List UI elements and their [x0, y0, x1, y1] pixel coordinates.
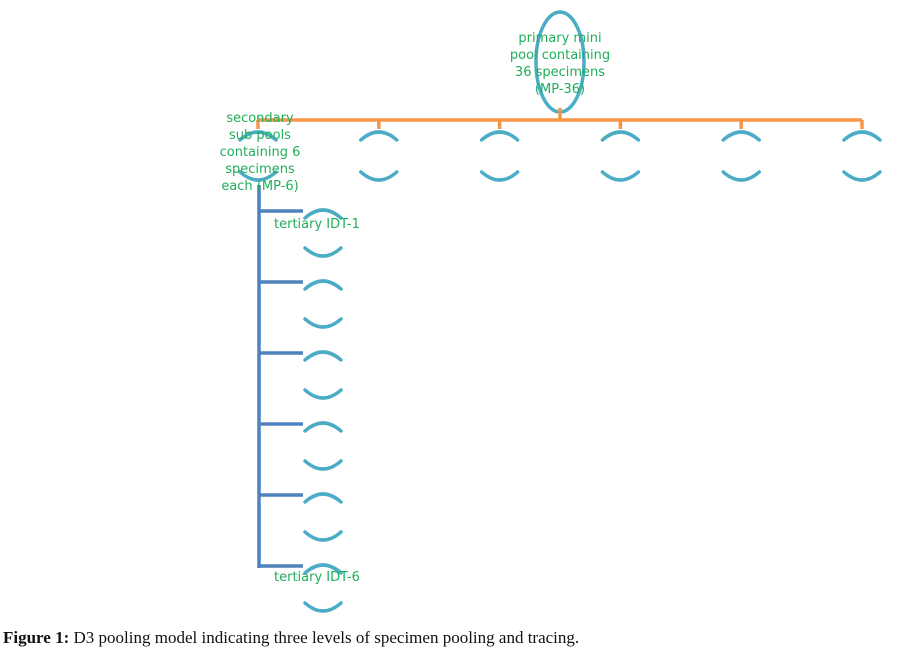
secondary-pool-node-2-top-arc — [359, 130, 399, 142]
secondary-pool-node-3-top-arc — [479, 130, 520, 142]
tertiary-idt-node-3-bottom-arc — [303, 388, 343, 400]
caption-text: D3 pooling model indicating three levels… — [69, 628, 580, 647]
secondary-label-line: secondary — [226, 111, 294, 126]
tertiary-idt-node-5-top-arc — [303, 492, 343, 504]
secondary-pool-node-5-top-arc — [721, 130, 761, 142]
secondary-pool-node-4-top-arc — [600, 130, 641, 142]
secondary-label-line: sub pools — [229, 128, 291, 143]
caption-prefix: Figure 1: — [3, 628, 70, 647]
primary-label-line: primary mini — [518, 31, 602, 46]
primary-label-line: (MP-36) — [534, 82, 586, 97]
tertiary-first-label: tertiary IDT-1 — [274, 217, 360, 232]
secondary-pool-node-1-top-arc — [238, 130, 278, 142]
tertiary-idt-node-1-top-arc — [303, 208, 343, 220]
secondary-pool-node-6-bottom-arc — [842, 170, 882, 182]
secondary-pool-node-2-bottom-arc — [359, 170, 399, 182]
figure-caption: Figure 1: D3 pooling model indicating th… — [3, 628, 579, 648]
secondary-label-line: specimens — [225, 162, 295, 177]
tertiary-idt-node-6-top-arc — [303, 563, 343, 575]
secondary-pool-node-5-bottom-arc — [721, 170, 761, 182]
tertiary-idt-node-2-top-arc — [303, 279, 343, 291]
secondary-pool-node-1-bottom-arc — [238, 170, 278, 182]
secondary-pool-node-4-bottom-arc — [600, 170, 641, 182]
primary-label-line: pool containing — [509, 48, 611, 63]
tertiary-idt-node-6-bottom-arc — [303, 601, 343, 613]
primary-pool-label: primary mini pool containing 36 specimen… — [490, 30, 630, 98]
primary-label-line: 36 specimens — [514, 65, 606, 80]
tertiary-last-label: tertiary IDT-6 — [274, 570, 360, 585]
tertiary-idt-node-4-top-arc — [303, 421, 343, 433]
tertiary-idt-node-4-bottom-arc — [303, 459, 343, 471]
secondary-label-line: containing 6 — [219, 145, 301, 160]
tertiary-idt-node-3-top-arc — [303, 350, 343, 362]
secondary-pool-label: secondary sub pools containing 6 specime… — [200, 110, 320, 195]
secondary-pool-node-3-bottom-arc — [479, 170, 520, 182]
tertiary-idt-node-1-bottom-arc — [303, 246, 343, 258]
secondary-label-line: each (MP-6) — [221, 179, 299, 194]
tertiary-idt-node-5-bottom-arc — [303, 530, 343, 542]
tertiary-idt-node-2-bottom-arc — [303, 317, 343, 329]
secondary-pool-node-6-top-arc — [842, 130, 882, 142]
